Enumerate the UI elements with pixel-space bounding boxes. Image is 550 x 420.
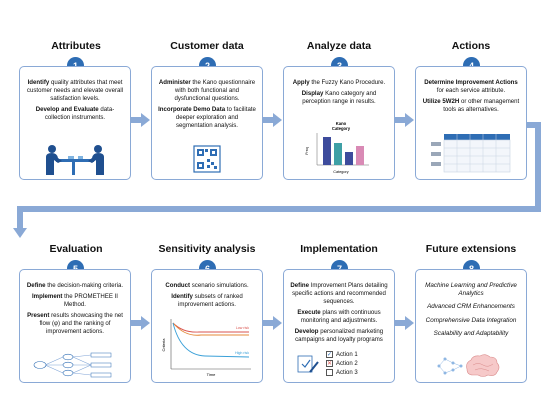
step-5-line-3: Present results showcasing the net flow … (27, 311, 123, 335)
arrow-6-7 (263, 316, 282, 330)
empty-box-icon (326, 369, 333, 376)
network-diagram-icon (20, 351, 130, 379)
high-risk-label: High risk (235, 351, 249, 355)
checked-box-icon: ✓ (326, 351, 333, 358)
crossed-box-icon: ✕ (326, 360, 333, 367)
checklist-item-3: Action 3 (326, 369, 358, 376)
arrow-4-5 (13, 122, 541, 238)
step-1-title: Attributes (51, 40, 101, 52)
kano-bar-chart: Kano Category Freq Category (284, 119, 394, 175)
future-item-2: Advanced CRM Enhancements (427, 303, 515, 311)
kano-bar-a (323, 137, 331, 165)
arrow-7-8 (395, 316, 414, 330)
step-1-line-2: Develop and Evaluate data-collection ins… (35, 105, 115, 121)
checklist-item-1: ✓Action 1 (326, 351, 358, 358)
sensitivity-xlabel: Time (207, 372, 217, 377)
arrow-5-6 (131, 316, 150, 330)
mid-risk-line (172, 322, 249, 336)
step-4-card: Determine Improvement Actions for each s… (415, 66, 527, 180)
step-4-title: Actions (451, 40, 491, 52)
high-risk-line (172, 322, 250, 358)
step-2-line-1: Administer the Kano questionnaire with b… (158, 79, 256, 102)
step-6-line-1: Conduct scenario simulations. (165, 282, 249, 289)
kano-bar-b (334, 143, 342, 165)
future-item-3: Comprehensive Data Integration (425, 316, 517, 324)
step-3-title: Analyze data (306, 40, 372, 52)
step-5-title: Evaluation (49, 243, 103, 255)
step-5-card: Define the decision-making criteria. Imp… (19, 269, 131, 383)
step-5-line-2: Implement the PROMETHEE II Method. (31, 292, 119, 308)
kano-chart-title: Kano (336, 121, 347, 126)
step-1-card: Identify quality attributes that meet cu… (19, 66, 131, 180)
step-8-card: Machine Learning and Predictive Analytic… (415, 269, 527, 383)
step-4-line-1: Determine Improvement Actions for each s… (424, 79, 518, 94)
sensitivity-ylabel: Criteria (161, 338, 166, 352)
meeting-people-icon (20, 141, 130, 177)
kano-bar-c (345, 152, 353, 165)
step-3-card: Apply the Fuzzy Kano Procedure. Display … (283, 66, 395, 180)
step-1-line-1: Identify quality attributes that meet cu… (26, 79, 124, 102)
arrow-3-4 (395, 113, 414, 127)
arrow-1-2 (131, 113, 150, 127)
kano-bar-d (356, 146, 364, 165)
checklist-item-2: ✕Action 2 (326, 360, 358, 367)
kano-chart-ylabel: Freq (305, 147, 309, 154)
brain-network-icon (416, 353, 526, 379)
step-6-title: Sensitivity analysis (158, 243, 256, 255)
sensitivity-line-chart: Criteria Time Low risk High risk (152, 315, 262, 379)
step-6-card: Conduct scenario simulations. Identify s… (151, 269, 263, 383)
step-5-line-1: Define the decision-making criteria. (26, 282, 124, 289)
arrow-2-3 (263, 113, 282, 127)
step-3-line-1: Apply the Fuzzy Kano Procedure. (292, 79, 386, 86)
step-7-card: Define Improvement Plans detailing speci… (283, 269, 395, 383)
future-item-4: Scalability and Adaptability (433, 329, 509, 337)
step-7-title: Implementation (300, 243, 378, 255)
step-2-title: Customer data (170, 40, 244, 52)
kano-chart-xlabel: Category (333, 170, 349, 174)
step-8-title: Future extensions (425, 243, 517, 255)
step-7-line-3: Develop personalized marketing campaigns… (294, 327, 384, 343)
step-7-line-1: Define Improvement Plans detailing speci… (290, 282, 388, 305)
pencil-hand-icon (297, 355, 319, 373)
step-3-line-2: Display Kano category and perception ran… (301, 89, 377, 105)
step-2-line-2: Incorporate Demo Data to facilitate deep… (158, 105, 256, 129)
step-2-card: Administer the Kano questionnaire with b… (151, 66, 263, 180)
action-checklist: ✓Action 1 ✕Action 2 Action 3 (326, 351, 358, 378)
future-item-1: Machine Learning and Predictive Analytic… (425, 282, 517, 298)
step-6-line-2: Identify subsets of ranked improvement a… (171, 292, 243, 308)
table-grid-icon (416, 133, 526, 173)
step-7-line-2: Execute plans with continuous monitoring… (297, 308, 381, 324)
kano-chart-title-2: Category (332, 126, 351, 131)
qr-code-icon (152, 145, 262, 173)
step-4-line-2: Utilize 5W2H or other management tools a… (422, 97, 520, 113)
low-risk-label: Low risk (236, 326, 249, 330)
